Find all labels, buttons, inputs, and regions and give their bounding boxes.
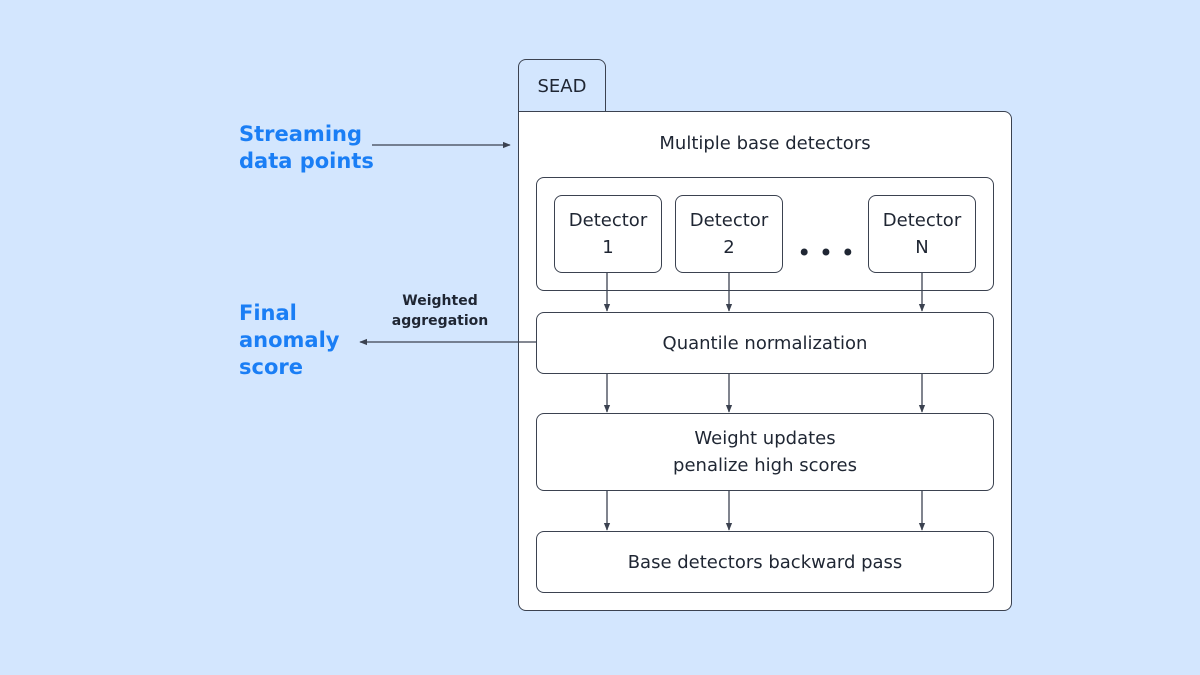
backward-pass-label: Base detectors backward pass bbox=[627, 551, 903, 573]
ellipsis-icon: • • • bbox=[797, 239, 855, 267]
detector-1: Detector 1 bbox=[554, 195, 662, 273]
detector-2-index: 2 bbox=[723, 237, 735, 258]
streaming-data-points-label: Streaming data points bbox=[239, 121, 374, 175]
detector-1-title: Detector bbox=[568, 210, 648, 231]
detectors-heading: Multiple base detectors bbox=[659, 132, 871, 154]
quantile-normalization-label: Quantile normalization bbox=[662, 332, 868, 354]
detector-n-title: Detector bbox=[882, 210, 962, 231]
quantile-normalization-stage: Quantile normalization bbox=[536, 312, 994, 374]
weight-updates-label: Weight updates bbox=[694, 428, 836, 449]
weight-updates-stage: Weight updates penalize high scores bbox=[536, 413, 994, 491]
aggregation-label-line2: aggregation bbox=[391, 313, 489, 329]
detector-n: Detector N bbox=[868, 195, 976, 273]
final-label-line1: Final bbox=[239, 301, 297, 325]
weighted-aggregation-label: Weighted aggregation bbox=[380, 291, 500, 331]
detector-2: Detector 2 bbox=[675, 195, 783, 273]
backward-pass-stage: Base detectors backward pass bbox=[536, 531, 994, 593]
streaming-label-line1: Streaming bbox=[239, 122, 362, 146]
sead-tab-label: SEAD bbox=[537, 75, 587, 97]
detector-1-index: 1 bbox=[602, 237, 614, 258]
detector-n-index: N bbox=[915, 237, 929, 258]
penalize-high-scores-label: penalize high scores bbox=[673, 455, 857, 476]
final-label-line2: anomaly bbox=[239, 328, 340, 352]
detector-2-title: Detector bbox=[689, 210, 769, 231]
aggregation-label-line1: Weighted bbox=[402, 293, 478, 309]
sead-tab: SEAD bbox=[518, 59, 606, 112]
final-anomaly-score-label: Final anomaly score bbox=[239, 300, 340, 381]
final-label-line3: score bbox=[239, 355, 303, 379]
streaming-label-line2: data points bbox=[239, 149, 374, 173]
